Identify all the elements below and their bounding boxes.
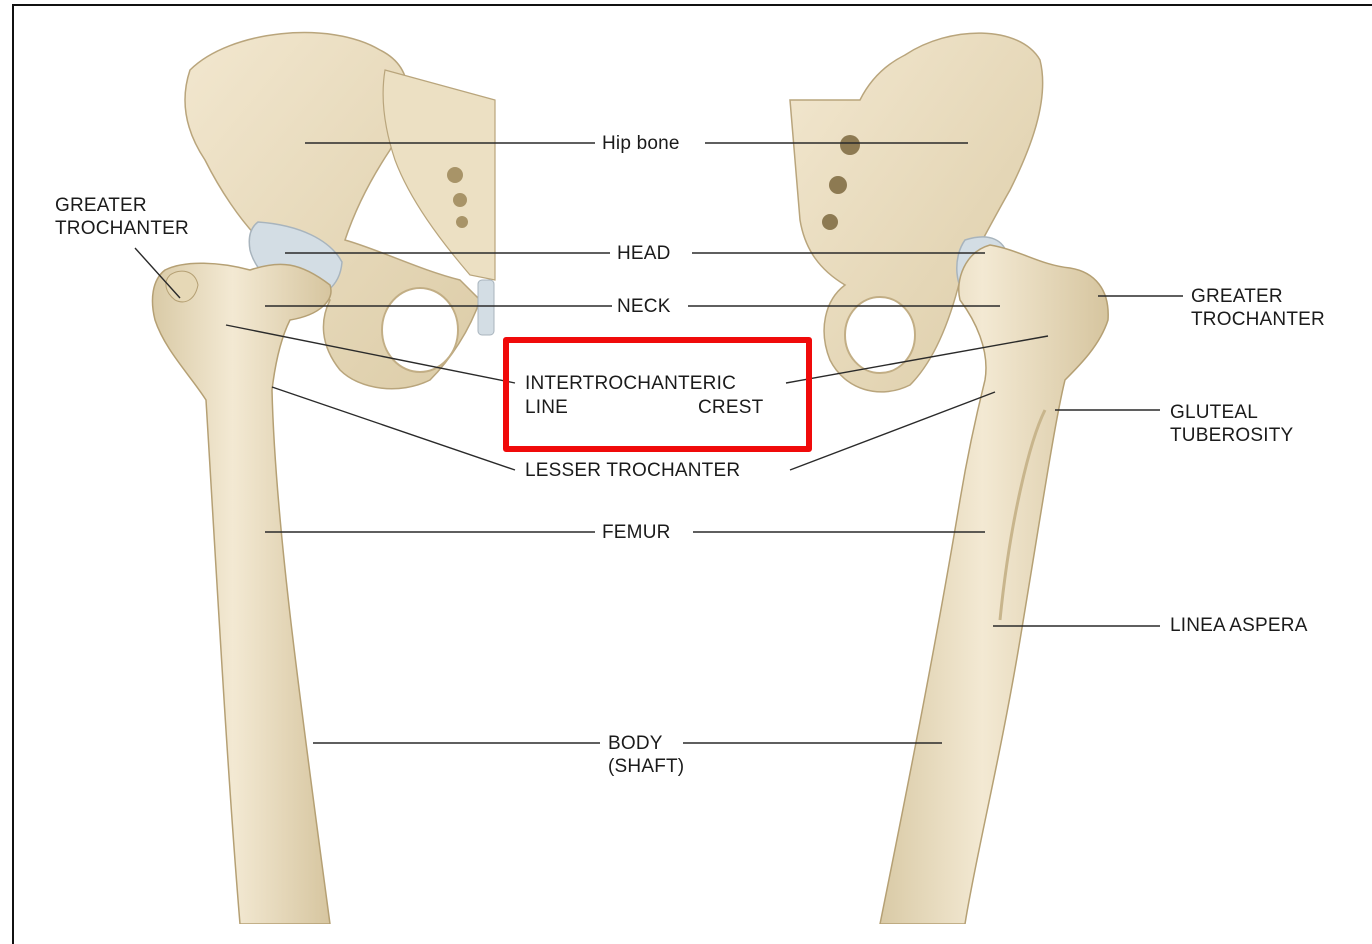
left-femur-shape	[152, 263, 330, 924]
leader-line	[790, 392, 995, 470]
label-line-2: TUBEROSITY	[1170, 424, 1293, 447]
highlight-box	[503, 337, 812, 452]
label-body-shaft: BODY (SHAFT)	[608, 732, 684, 778]
sacral-foramen	[840, 135, 860, 155]
sacral-foramen	[447, 167, 463, 183]
sacral-foramen	[829, 176, 847, 194]
label-body: BODY	[608, 732, 684, 755]
pubic-symphysis-cartilage	[478, 280, 494, 335]
label-gluteal-tuberosity: GLUTEAL TUBEROSITY	[1170, 401, 1293, 447]
label-head: HEAD	[612, 242, 676, 265]
sacral-foramen	[822, 214, 838, 230]
label-line-2: TROCHANTER	[1191, 308, 1325, 331]
label-line-2: TROCHANTER	[55, 217, 189, 240]
label-lesser-trochanter: LESSER TROCHANTER	[520, 459, 745, 482]
left-obturator-foramen	[382, 288, 458, 372]
label-line-1: GREATER	[55, 194, 189, 217]
leader-line	[272, 387, 515, 470]
label-line-1: GREATER	[1191, 285, 1325, 308]
label-neck: NECK	[612, 295, 676, 318]
label-line-1: GLUTEAL	[1170, 401, 1293, 424]
left-femur	[152, 263, 330, 924]
label-greater-trochanter-right: GREATER TROCHANTER	[1191, 285, 1325, 331]
sacral-foramen	[453, 193, 467, 207]
sacral-foramen	[456, 216, 468, 228]
figure-canvas: Hip bone HEAD NECK INTERTROCHANTERIC LIN…	[0, 0, 1372, 924]
label-linea-aspera: LINEA ASPERA	[1170, 614, 1308, 637]
label-greater-trochanter-left: GREATER TROCHANTER	[55, 194, 189, 240]
label-femur: FEMUR	[597, 521, 676, 544]
label-shaft: (SHAFT)	[608, 755, 684, 778]
left-sacrum-shape	[383, 70, 495, 280]
label-hip-bone: Hip bone	[597, 132, 685, 155]
